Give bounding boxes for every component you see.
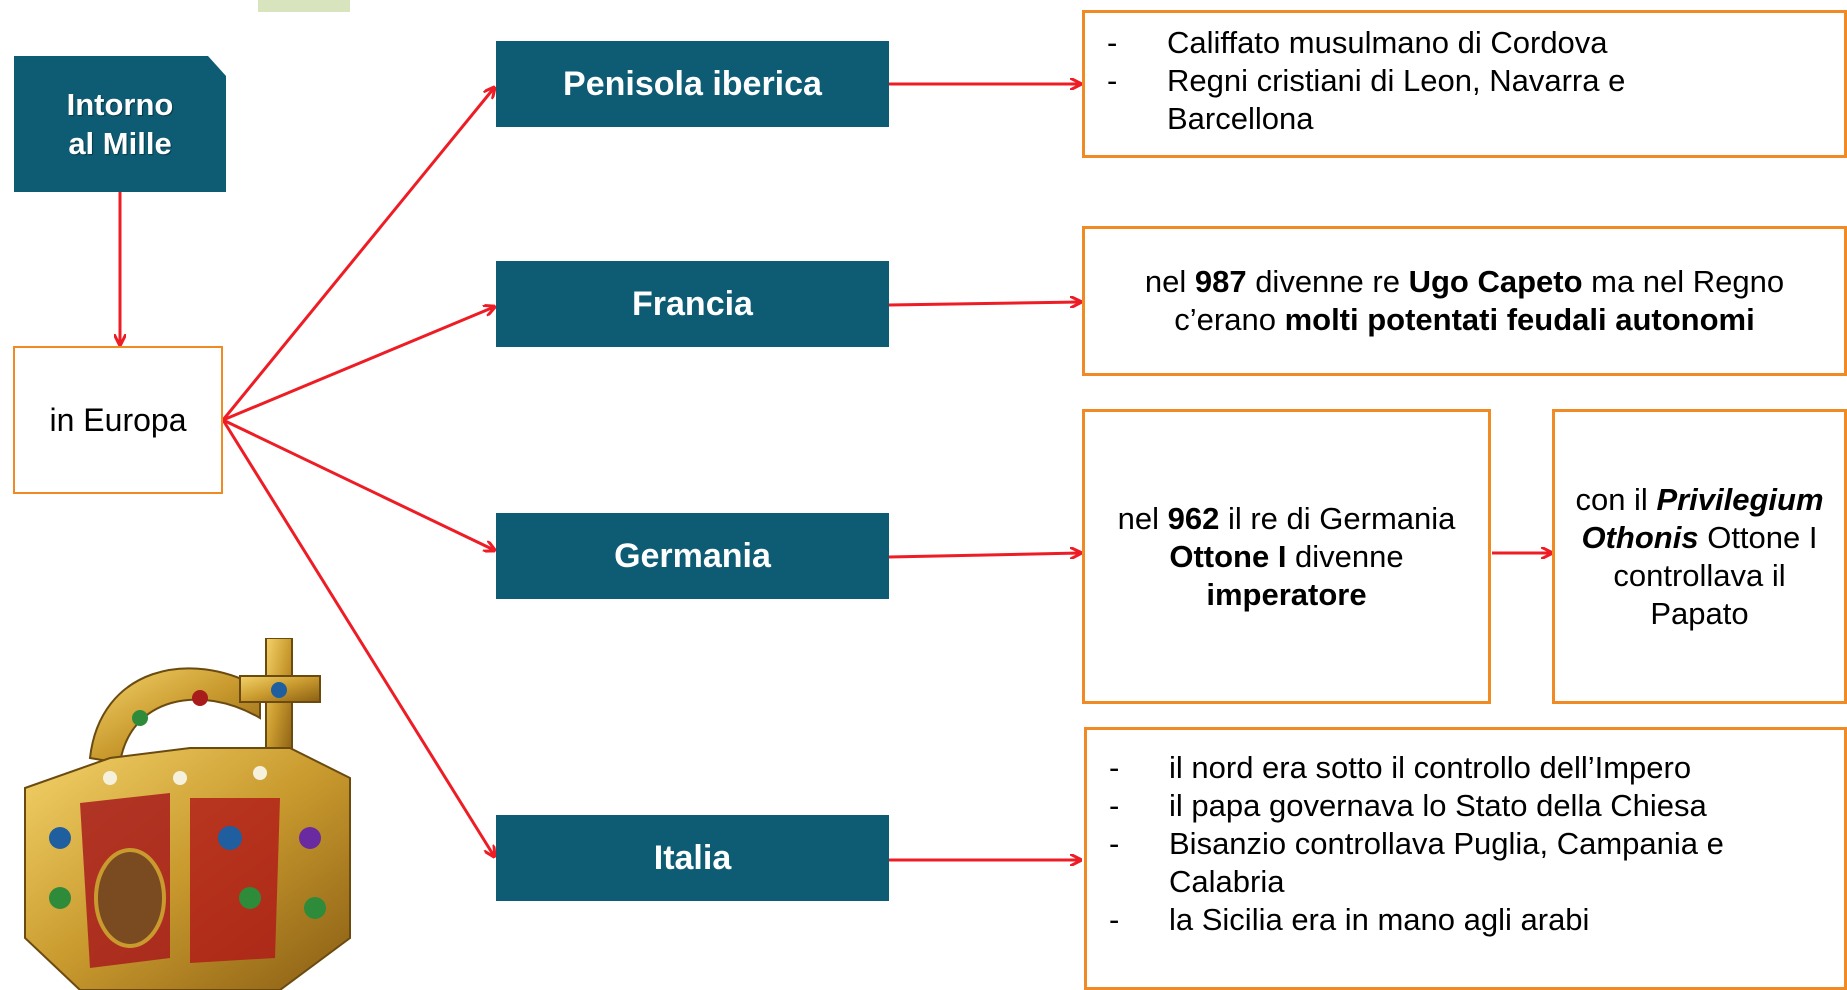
- country-node-italia: Italia: [496, 815, 889, 901]
- arrow-europe-to-iberia: [221, 88, 494, 421]
- list-item: il nord era sotto il controllo dell’Impe…: [1087, 749, 1844, 787]
- arrow-europe-to-italia: [221, 419, 494, 856]
- decorative-tab: [258, 0, 350, 12]
- center-label: in Europa: [49, 401, 187, 438]
- country-label: Francia: [632, 284, 753, 323]
- country-node-iberia: Penisola iberica: [496, 41, 889, 127]
- arrow-francia-to-box: [888, 302, 1080, 305]
- francia-detail-box: nel 987 divenne re Ugo Capeto ma nel Reg…: [1082, 226, 1847, 376]
- king-name: Ugo Capeto: [1408, 264, 1583, 299]
- arrow-europe-to-germania: [222, 418, 494, 550]
- privilegium-detail-box: con il Privilegium Othonis Ottone I cont…: [1552, 409, 1847, 704]
- king-name: Ottone I: [1169, 538, 1287, 574]
- country-label: Penisola iberica: [563, 64, 822, 103]
- country-label: Germania: [614, 536, 771, 575]
- title-word: imperatore: [1206, 576, 1367, 612]
- title-text: Intorno al Mille: [66, 87, 174, 161]
- diagram-title: Intorno al Mille: [14, 56, 226, 192]
- list-item: Califfato musulmano di Cordova: [1085, 24, 1844, 62]
- arrow-germania-to-box: [888, 553, 1080, 557]
- country-node-francia: Francia: [496, 261, 889, 347]
- germania-detail-box: nel 962 il re di Germania Ottone I diven…: [1082, 409, 1491, 704]
- year: 962: [1167, 500, 1220, 536]
- germania-text: nel 962 il re di Germania Ottone I diven…: [1117, 500, 1456, 612]
- highlight-text: molti potentati feudali autonomi: [1284, 302, 1755, 337]
- center-node: in Europa: [13, 346, 223, 494]
- list-item: il papa governava lo Stato della Chiesa: [1087, 787, 1844, 825]
- list-item: Regni cristiani di Leon, Navarra e Barce…: [1085, 62, 1727, 138]
- crown-icon: [24, 638, 351, 990]
- country-node-germania: Germania: [496, 513, 889, 599]
- country-label: Italia: [653, 838, 732, 877]
- privilegium-name: Privilegium Othonis: [1581, 481, 1824, 555]
- list-item: la Sicilia era in mano agli arabi: [1087, 901, 1844, 939]
- francia-text: nel 987 divenne re Ugo Capeto ma nel Reg…: [1144, 264, 1785, 337]
- arrow-europe-to-francia: [222, 307, 494, 422]
- privilegium-text: con il Privilegium Othonis Ottone I cont…: [1575, 481, 1824, 631]
- italia-detail-box: il nord era sotto il controllo dell’Impe…: [1084, 727, 1847, 990]
- list-item: Bisanzio controllava Puglia, Campania e …: [1087, 825, 1844, 901]
- iberia-detail-box: Califfato musulmano di Cordova Regni cri…: [1082, 10, 1847, 158]
- year: 987: [1194, 264, 1247, 299]
